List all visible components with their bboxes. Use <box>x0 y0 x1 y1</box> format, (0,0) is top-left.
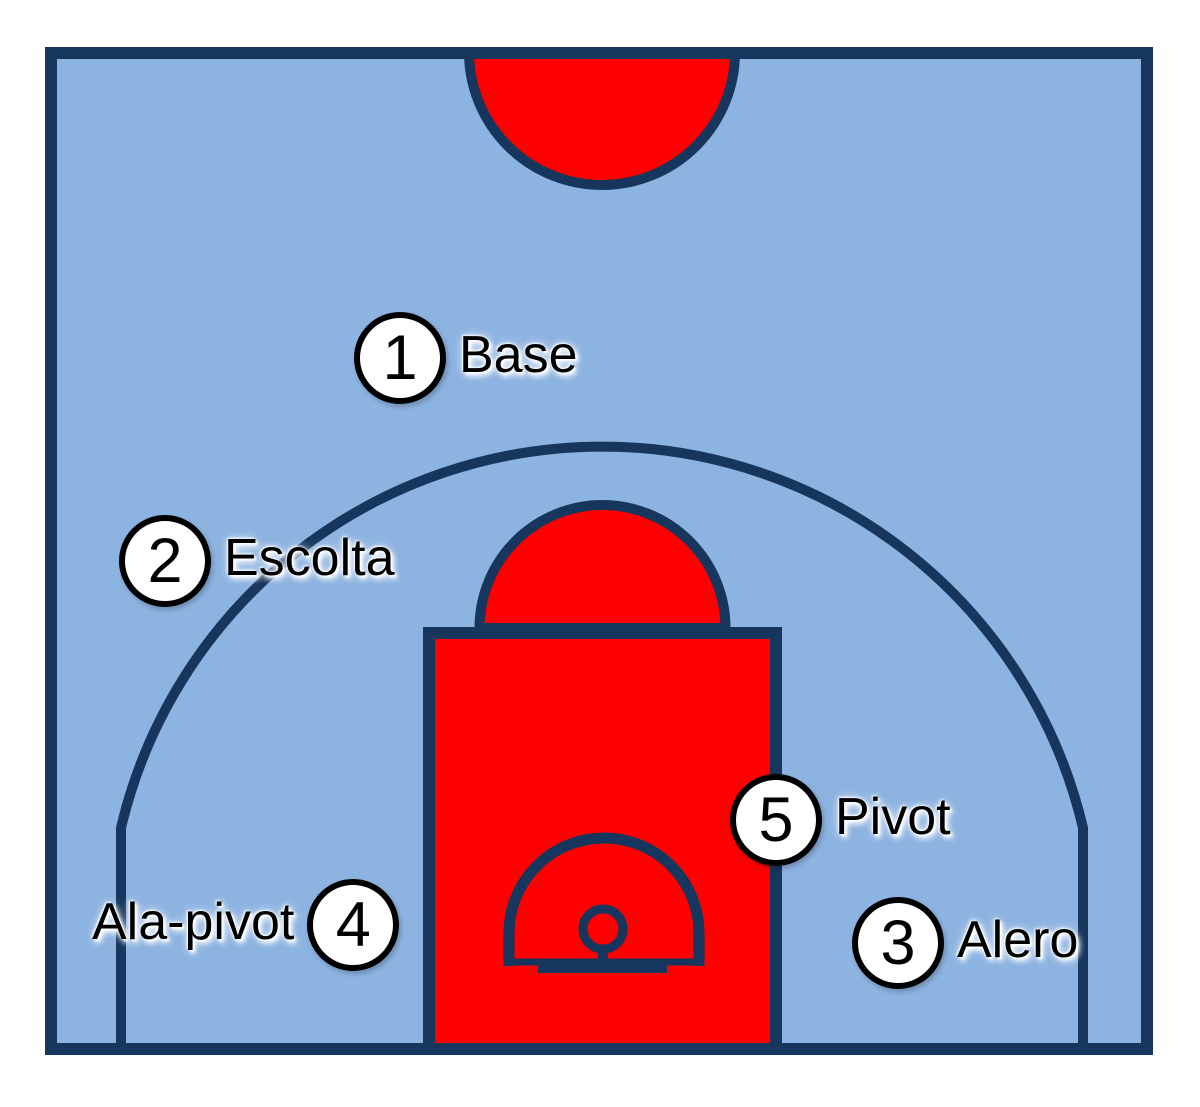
position-number-3: 3 <box>880 907 916 978</box>
center-circle-half <box>463 47 741 190</box>
position-label-escolta: Escolta <box>224 529 395 587</box>
position-number-5: 5 <box>758 784 794 855</box>
position-escolta: 2 Escolta <box>119 515 395 607</box>
free-throw-circle-half <box>474 500 731 633</box>
position-label-base: Base <box>459 326 578 384</box>
position-number-1: 1 <box>382 322 418 393</box>
position-alero: 3 Alero <box>852 897 1078 989</box>
position-label-alero: Alero <box>957 911 1079 969</box>
three-point-line <box>116 441 1088 1052</box>
position-label-ala-pivot: Ala-pivot <box>92 893 295 951</box>
position-marker-5: 5 <box>730 774 822 866</box>
basket-rim <box>578 904 628 954</box>
position-marker-3: 3 <box>852 897 944 989</box>
position-number-2: 2 <box>147 525 183 596</box>
position-marker-1: 1 <box>354 312 446 404</box>
position-pivot: 5 Pivot <box>730 774 951 866</box>
position-base: 1 Base <box>354 312 578 404</box>
restricted-area-arc <box>503 832 705 966</box>
position-number-4: 4 <box>335 889 371 960</box>
backboard <box>538 959 667 973</box>
position-ala-pivot: Ala-pivot 4 <box>92 879 400 971</box>
position-label-pivot: Pivot <box>835 788 951 846</box>
position-marker-2: 2 <box>119 515 211 607</box>
position-marker-4: 4 <box>307 879 400 971</box>
